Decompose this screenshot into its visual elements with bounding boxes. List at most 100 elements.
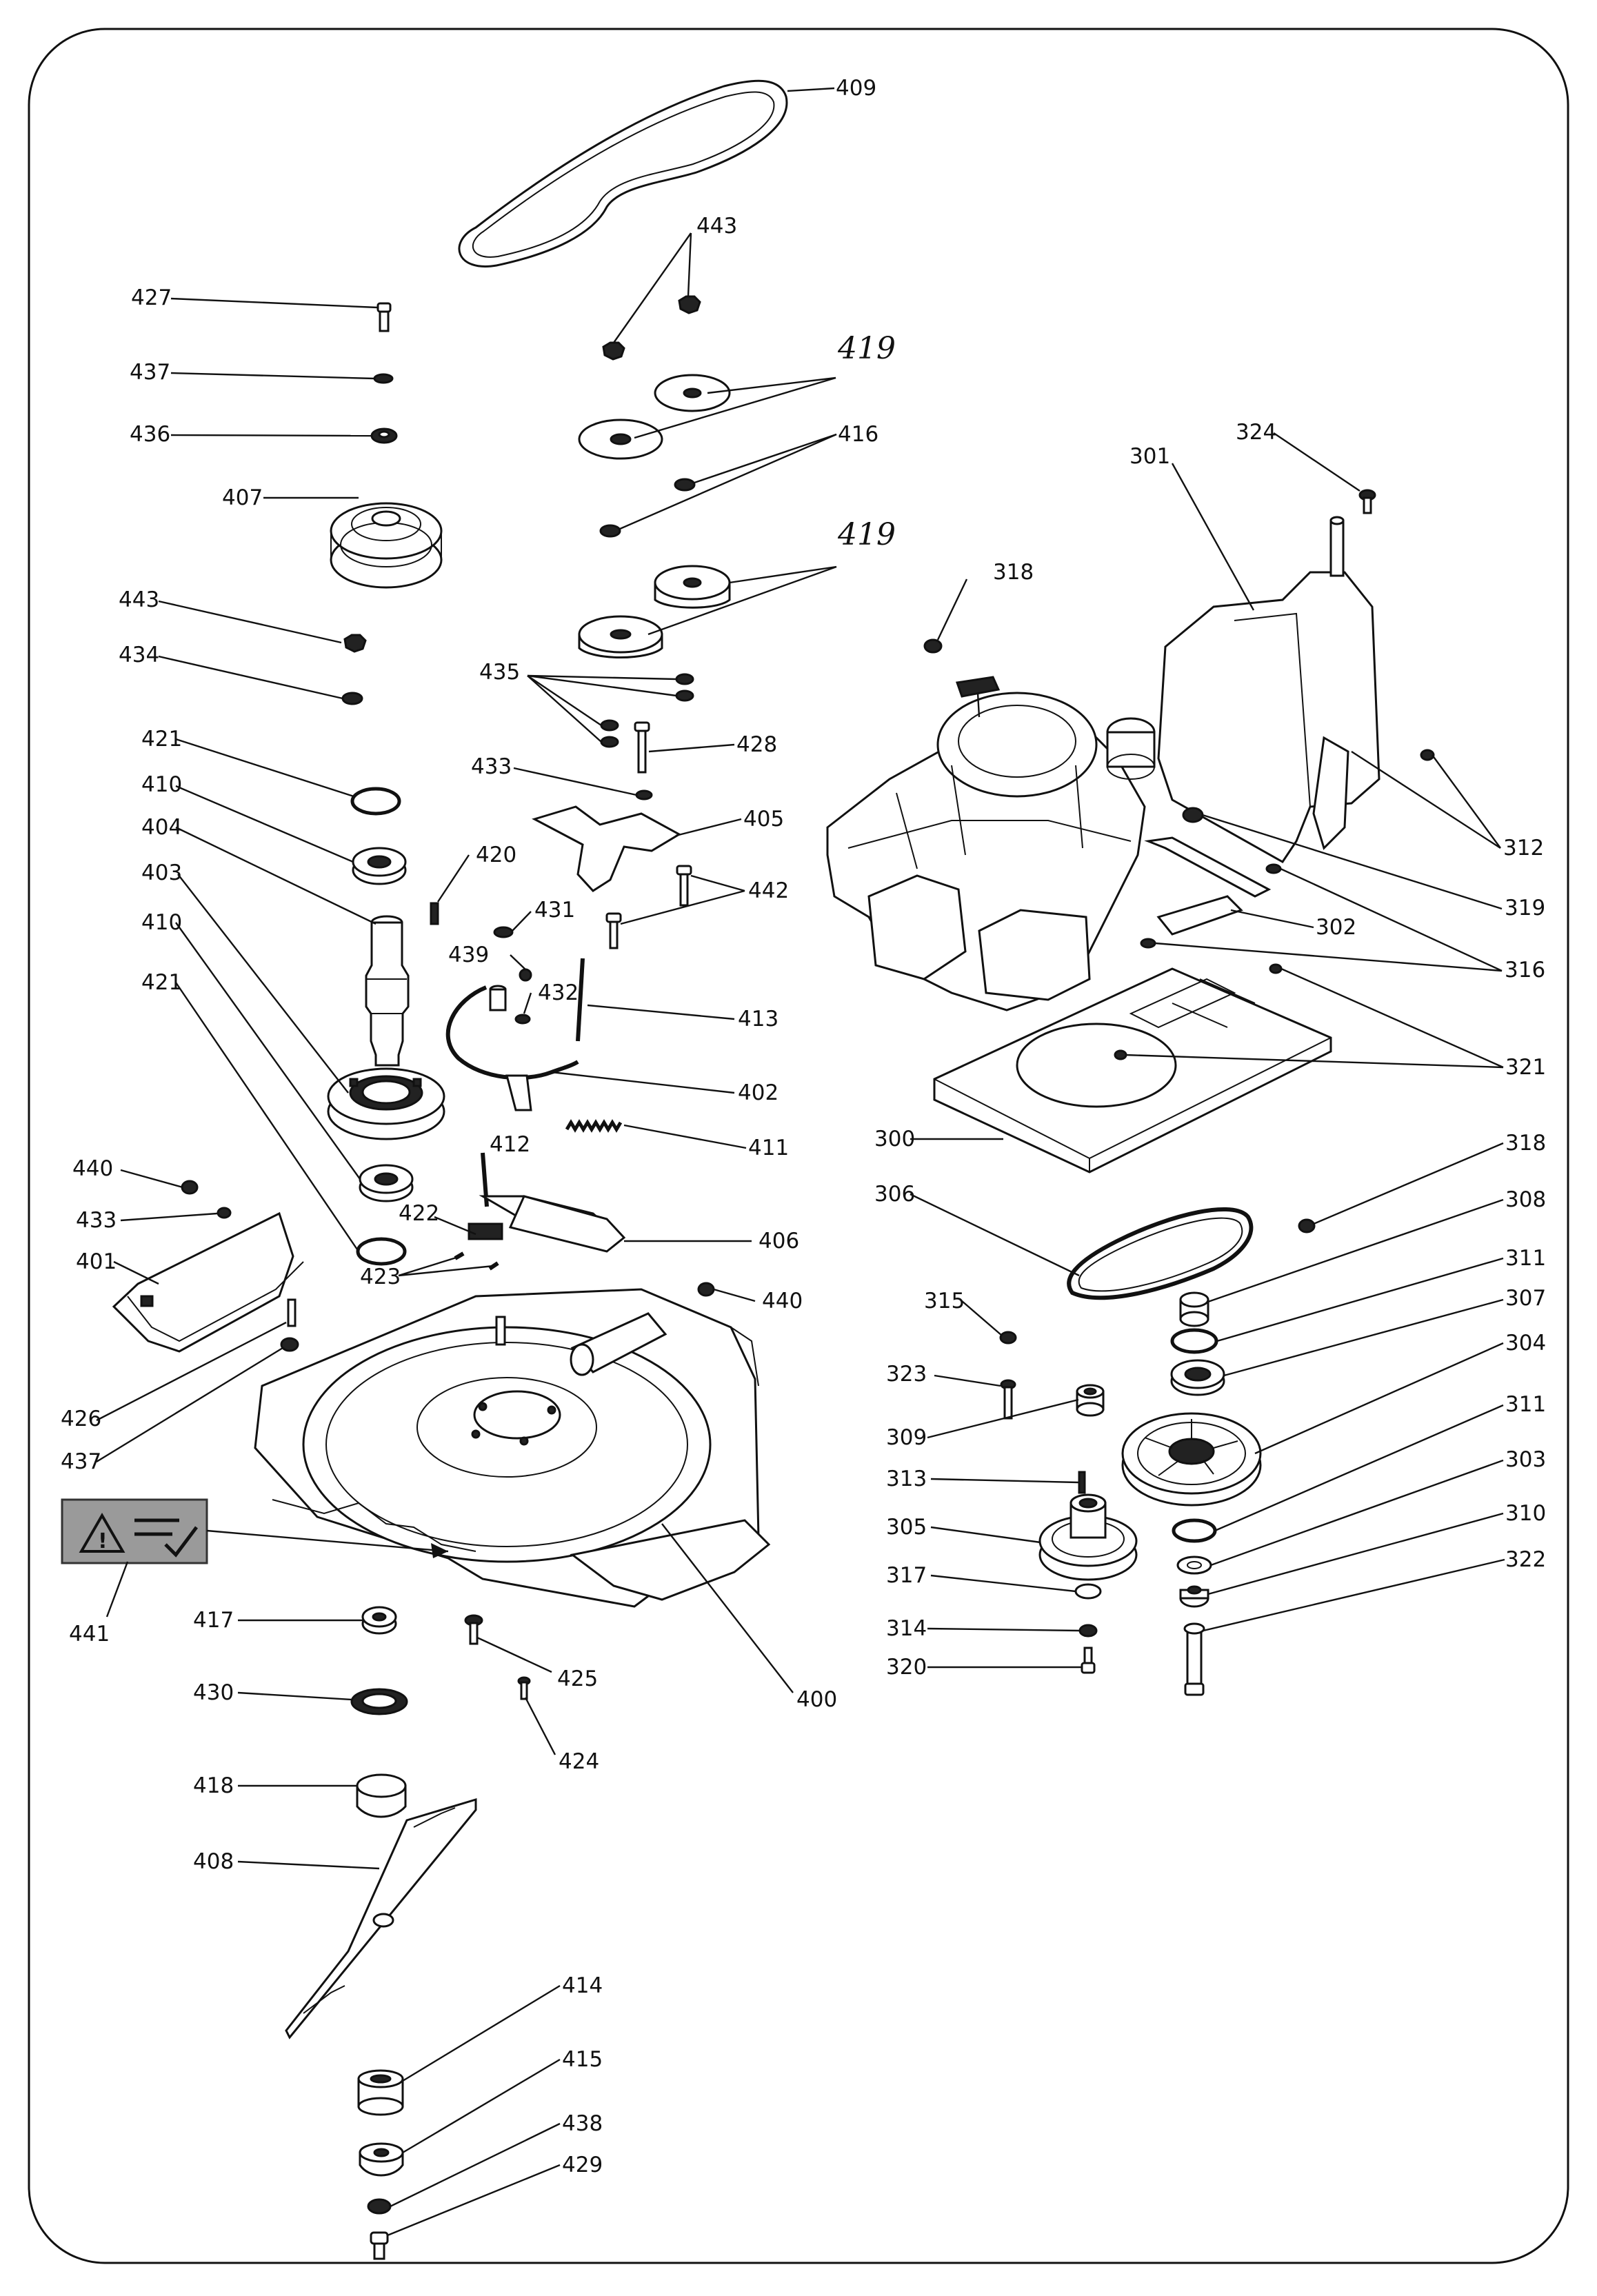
circlip-421-a	[350, 787, 401, 816]
spacer-308	[1179, 1291, 1209, 1327]
spring-411	[565, 1119, 623, 1133]
circlip-311-b	[1172, 1518, 1217, 1543]
label-428: 428	[736, 732, 777, 757]
plate-422	[468, 1222, 503, 1240]
label-427: 427	[131, 285, 172, 310]
label-410-b: 410	[141, 910, 182, 935]
rod-413	[576, 958, 585, 1042]
svg-text:!: !	[98, 1529, 108, 1553]
label-423: 423	[360, 1265, 401, 1289]
label-424: 424	[559, 1749, 599, 1774]
bearing-410-b	[359, 1164, 414, 1202]
cap-419-b	[578, 419, 663, 460]
base-plate-300	[933, 967, 1332, 1174]
washer-435-a	[675, 673, 694, 685]
sticker-arrow	[206, 1529, 449, 1553]
shroud-301	[1157, 516, 1380, 863]
screw-312	[1420, 749, 1435, 761]
washer-438	[367, 2198, 392, 2215]
belt-306	[1067, 1207, 1254, 1300]
circlip-421-b	[356, 1237, 407, 1266]
nut-439	[519, 968, 532, 982]
screw-426	[287, 1298, 297, 1327]
washer-435-b	[675, 689, 694, 702]
belt-409	[458, 79, 788, 268]
label-417: 417	[193, 1608, 234, 1633]
label-317: 317	[886, 1563, 927, 1588]
label-309: 309	[886, 1425, 927, 1450]
nut-416-a	[674, 478, 696, 492]
cap-419-d	[578, 615, 663, 658]
screw-324	[1358, 489, 1376, 514]
label-433-b: 433	[76, 1208, 117, 1233]
pulley-305	[1038, 1493, 1138, 1581]
label-321: 321	[1505, 1055, 1546, 1080]
washer-435-c	[600, 719, 619, 732]
label-421: 421	[141, 727, 182, 752]
washer-317	[1074, 1583, 1102, 1600]
label-302: 302	[1316, 915, 1356, 940]
bearing-436	[370, 427, 398, 444]
bearing-410-a	[352, 847, 407, 885]
label-303: 303	[1505, 1447, 1546, 1472]
washer-431	[493, 926, 514, 938]
label-319: 319	[1505, 896, 1545, 920]
screw-427	[376, 302, 392, 332]
label-315: 315	[924, 1289, 965, 1313]
label-438: 438	[562, 2111, 603, 2136]
wire-402-foot	[505, 1074, 532, 1111]
label-422: 422	[399, 1201, 439, 1226]
label-313: 313	[886, 1467, 927, 1491]
label-414: 414	[562, 1973, 603, 1998]
bolt-428	[634, 721, 650, 774]
page-frame	[28, 28, 1569, 2264]
bolt-322	[1183, 1622, 1205, 1696]
spacer-414	[357, 2069, 404, 2116]
nut-416-b	[599, 524, 621, 538]
washer-437-b	[280, 1337, 299, 1352]
nut-443-b	[678, 295, 701, 314]
label-420: 420	[476, 843, 516, 867]
pulley-407	[330, 502, 443, 589]
nut-318-b	[1298, 1218, 1316, 1233]
label-324: 324	[1236, 420, 1276, 445]
label-419-b: 419	[837, 517, 896, 552]
label-310: 310	[1505, 1501, 1546, 1526]
label-305: 305	[886, 1515, 927, 1540]
label-436: 436	[130, 422, 170, 447]
bolt-442-a	[676, 865, 692, 907]
label-429: 429	[562, 2153, 603, 2177]
label-431: 431	[534, 898, 575, 923]
washer-314	[1078, 1624, 1098, 1638]
housing-403	[327, 1067, 445, 1140]
nut-440-b	[697, 1282, 715, 1297]
pulley-304	[1121, 1412, 1262, 1507]
part-labels: 409 443 427 419 437 436 416 324 301 407 …	[61, 76, 1546, 2177]
label-415: 415	[562, 2047, 603, 2072]
nut-440-a	[181, 1180, 199, 1195]
washer-316-b	[1140, 938, 1156, 949]
nut-310	[1179, 1585, 1209, 1608]
label-426: 426	[61, 1407, 101, 1431]
screw-321-a	[1269, 963, 1283, 974]
label-442: 442	[748, 878, 789, 903]
label-400: 400	[796, 1687, 837, 1712]
label-407: 407	[222, 485, 263, 510]
label-440: 440	[72, 1156, 113, 1181]
bearing-307	[1170, 1359, 1225, 1396]
spindle-404	[365, 915, 410, 1067]
deck-400	[254, 1288, 771, 1608]
label-403: 403	[141, 860, 182, 885]
nut-443-c	[343, 634, 367, 653]
washer-430	[350, 1688, 408, 1715]
label-401: 401	[76, 1249, 117, 1274]
washer-434	[341, 692, 363, 705]
label-413: 413	[738, 1007, 779, 1031]
wire-402	[445, 985, 579, 1080]
label-408: 408	[193, 1849, 234, 1874]
label-411: 411	[748, 1136, 789, 1160]
spacer-418	[356, 1773, 407, 1818]
label-421-b: 421	[141, 970, 182, 995]
label-432: 432	[538, 980, 579, 1005]
